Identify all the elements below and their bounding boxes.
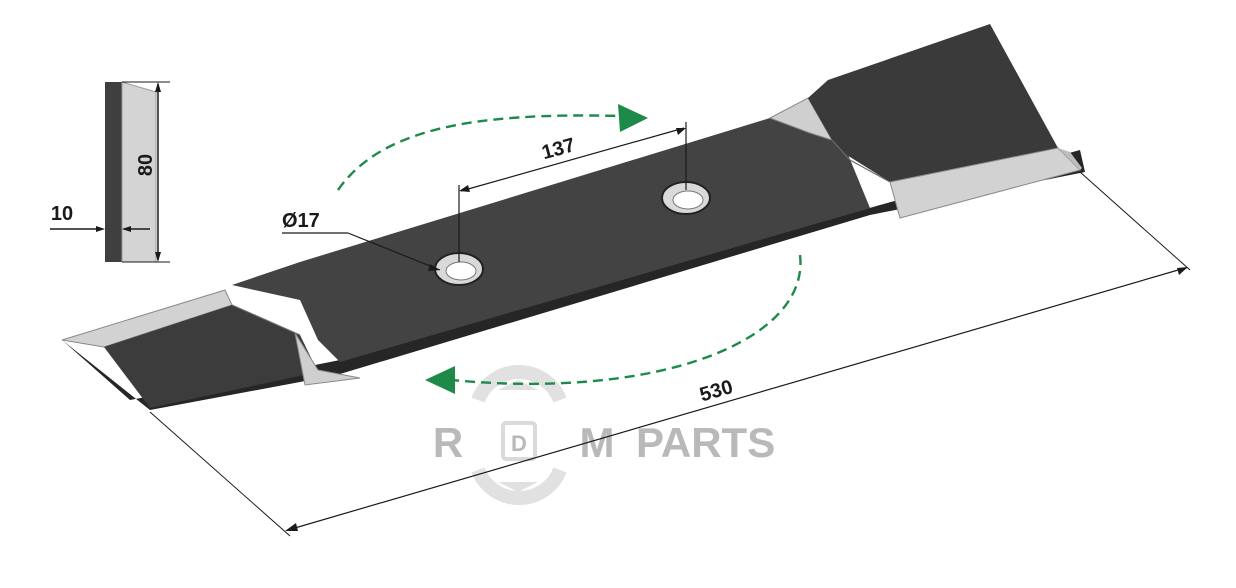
rotation-arc-bottom [451,254,802,386]
mower-blade [61,24,1085,410]
left-wing-top [104,305,318,408]
rotation-arc-top [337,114,621,191]
rotation-arrows [337,104,802,394]
rdm-parts-logo: R D M PARTS [433,364,775,506]
length-label: 530 [697,376,735,406]
width-dimension-label: 80 [135,154,157,176]
profile-body [105,82,122,262]
blade-center [232,118,870,362]
left-shoulder-bevel [294,332,361,386]
right-wing-top [808,24,1058,182]
hole-diameter-label: Ø17 [282,210,320,232]
rotation-arrowhead-bottom [425,366,455,394]
logo-letter-m: M [580,419,615,466]
rotation-arrowhead-top [618,104,648,132]
logo-word-parts: PARTS [636,419,775,466]
cross-section-profile: 80 10 [50,81,170,263]
logo-letter-d: D [511,431,527,456]
thickness-dimension-label: 10 [51,203,73,225]
right-bevel-tip [1058,148,1082,170]
mounting-hole-right [661,181,711,215]
logo-arrows-icon [471,364,567,506]
right-bevel [889,147,1081,219]
hole-diameter-dimension: Ø17 [282,210,441,271]
logo-letter-r: R [433,419,463,466]
